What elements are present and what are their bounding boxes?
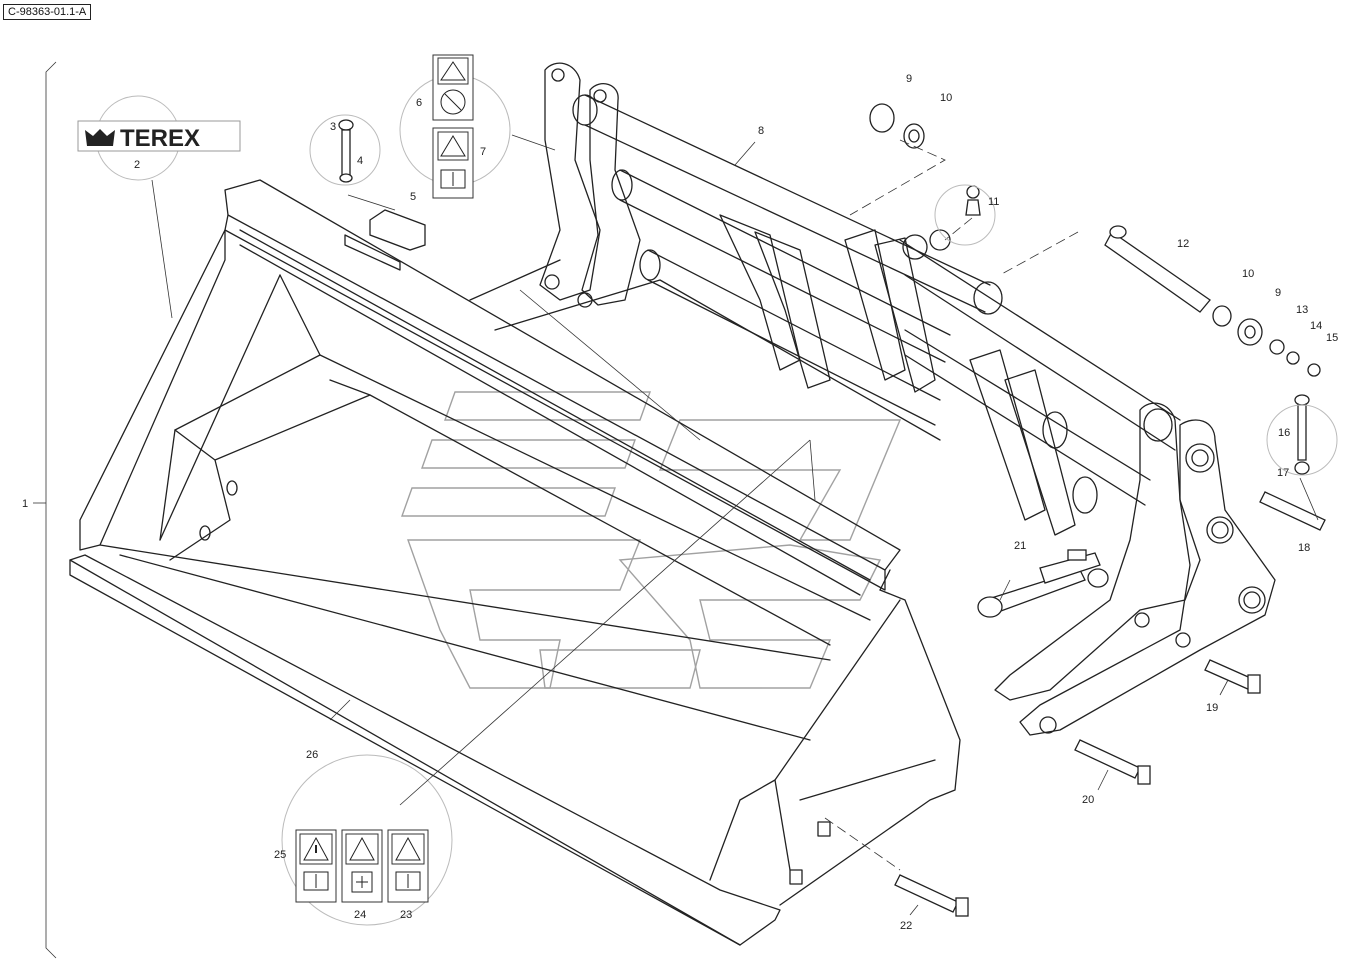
decal-23 xyxy=(387,829,429,903)
label-19: 19 xyxy=(1206,702,1218,714)
label-25: 25 xyxy=(274,849,286,861)
label-3: 3 xyxy=(330,121,336,133)
decal-7 xyxy=(432,127,474,199)
label-16: 16 xyxy=(1278,427,1290,439)
brand-name: TEREX xyxy=(120,125,200,152)
label-7: 7 xyxy=(480,146,486,158)
bucket xyxy=(69,179,961,946)
callout-circles xyxy=(95,74,1338,926)
hardware-parts xyxy=(338,103,1326,917)
label-15: 15 xyxy=(1326,332,1338,344)
label-14: 14 xyxy=(1310,320,1322,332)
hydraulic-cylinder xyxy=(977,549,1109,618)
label-12: 12 xyxy=(1177,238,1189,250)
label-21: 21 xyxy=(1014,540,1026,552)
label-9-right: 9 xyxy=(1275,287,1281,299)
label-20: 20 xyxy=(1082,794,1094,806)
label-9-top: 9 xyxy=(906,73,912,85)
assembly-lines xyxy=(824,139,1079,871)
decal-25 xyxy=(295,829,337,903)
label-18: 18 xyxy=(1298,542,1310,554)
label-8: 8 xyxy=(758,125,764,137)
leader-lines xyxy=(151,134,1319,916)
label-2: 2 xyxy=(134,159,140,171)
label-1: 1 xyxy=(22,498,28,510)
label-24: 24 xyxy=(354,909,366,921)
label-23: 23 xyxy=(400,909,412,921)
watermark-logo xyxy=(401,391,902,689)
document-id: C-98363-01.1-A xyxy=(3,4,92,20)
label-10-top: 10 xyxy=(940,92,952,104)
label-13: 13 xyxy=(1296,304,1308,316)
decal-6 xyxy=(432,54,474,121)
loader-frame xyxy=(469,62,1276,736)
label-22: 22 xyxy=(900,920,912,932)
part-labels: 1 2 3 4 5 6 7 8 9 10 11 12 10 9 13 14 15… xyxy=(22,73,1338,932)
label-6: 6 xyxy=(416,97,422,109)
terex-logo: TEREX xyxy=(77,120,241,152)
label-17: 17 xyxy=(1277,467,1289,479)
assembly-bracket xyxy=(33,61,57,959)
label-11: 11 xyxy=(988,196,999,208)
label-10-right: 10 xyxy=(1242,268,1254,280)
label-5: 5 xyxy=(410,191,416,203)
label-26: 26 xyxy=(306,749,318,761)
label-4: 4 xyxy=(357,155,363,167)
decal-24 xyxy=(341,829,383,903)
